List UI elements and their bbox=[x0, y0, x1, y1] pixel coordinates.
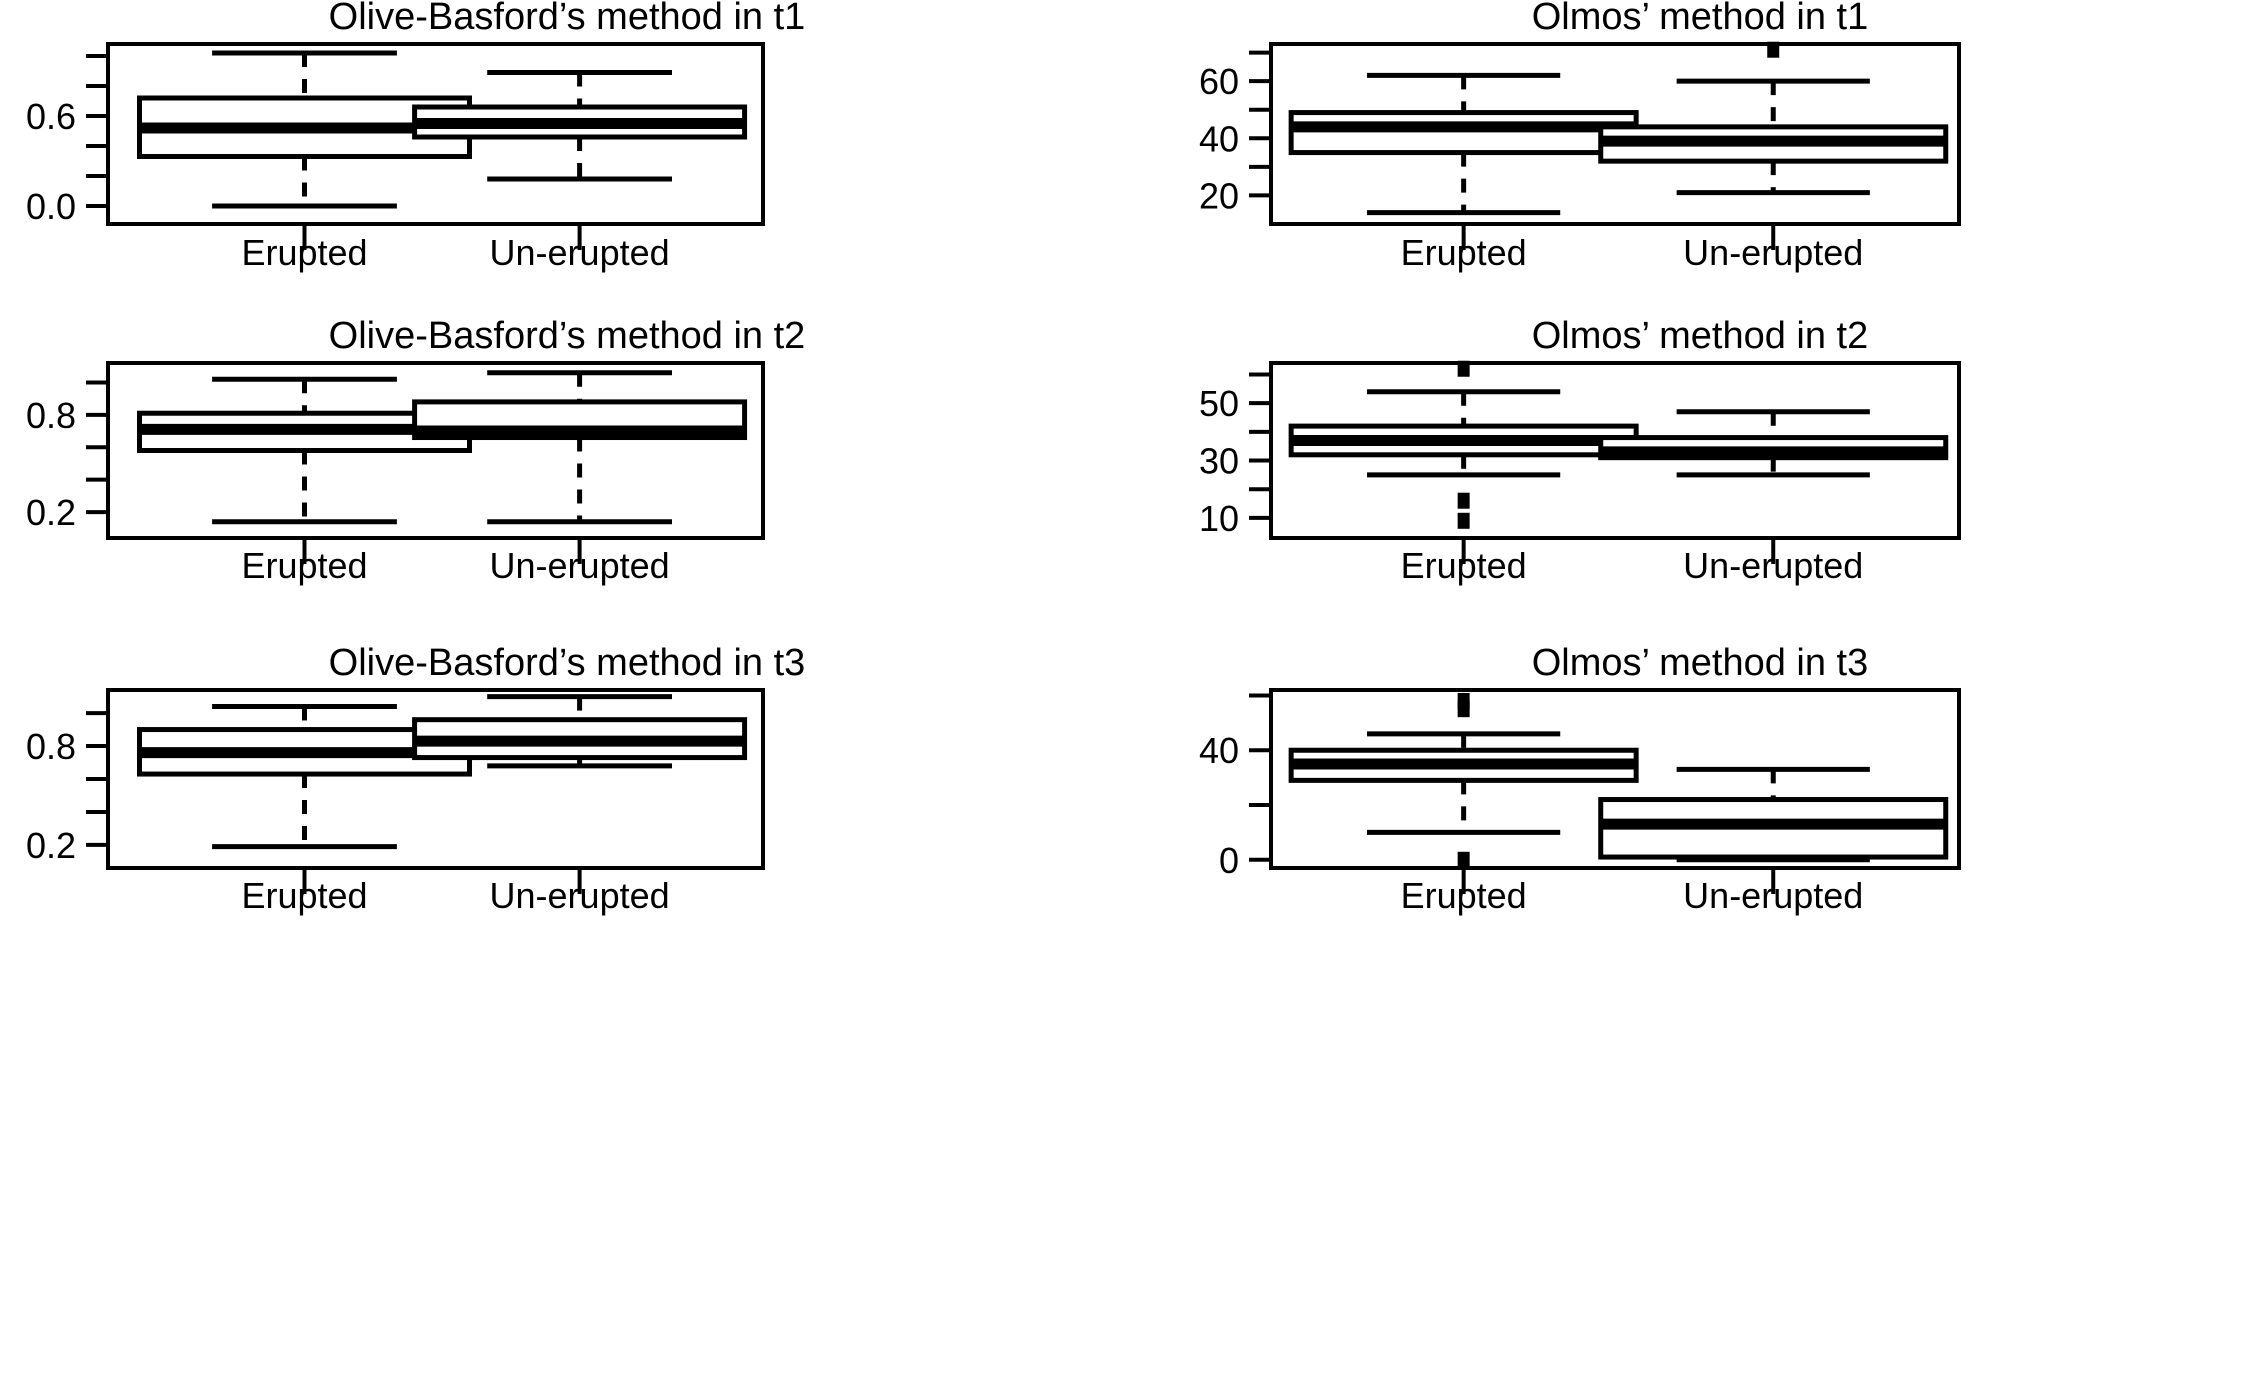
y-axis-tick-label: 0.6 bbox=[26, 96, 76, 137]
x-axis-category-label: Erupted bbox=[241, 232, 367, 273]
box-erupted: Erupted bbox=[1288, 692, 1639, 916]
plot-frame bbox=[1269, 42, 1961, 226]
plot-frame bbox=[1269, 688, 1961, 870]
x-axis-category-label: Un-erupted bbox=[490, 232, 670, 273]
plot-frame bbox=[106, 42, 765, 226]
x-axis-category-label: Un-erupted bbox=[490, 875, 670, 916]
x-axis-category-label: Un-erupted bbox=[1683, 545, 1863, 586]
y-axis-tick-label: 20 bbox=[1199, 175, 1239, 216]
box-rect bbox=[1288, 110, 1639, 156]
outlier-point bbox=[1457, 360, 1470, 377]
box-un-erupted: Un-erupted bbox=[412, 70, 748, 273]
y-axis-tick-label: 30 bbox=[1199, 441, 1239, 482]
box-un-erupted: Un-erupted bbox=[1598, 766, 1949, 916]
outlier-point bbox=[1457, 512, 1470, 529]
x-axis-category-label: Erupted bbox=[1401, 232, 1527, 273]
y-axis-tick-label: 0.8 bbox=[26, 395, 76, 436]
plot-frame bbox=[106, 688, 765, 870]
x-axis-category-label: Erupted bbox=[1401, 545, 1527, 586]
x-axis-category-label: Un-erupted bbox=[1683, 232, 1863, 273]
y-axis-tick-label: 40 bbox=[1199, 118, 1239, 159]
panel-title: Olive-Basford’s method in t3 bbox=[328, 642, 806, 684]
x-axis-category-label: Erupted bbox=[241, 545, 367, 586]
outlier-point bbox=[1457, 851, 1470, 868]
x-axis-category-label: Un-erupted bbox=[490, 545, 670, 586]
y-axis-tick-label: 0.2 bbox=[26, 825, 76, 866]
box-erupted: Erupted bbox=[1288, 72, 1639, 273]
outlier-point bbox=[1767, 41, 1780, 58]
y-axis-tick-label: 0 bbox=[1219, 840, 1239, 881]
y-axis-tick-label: 40 bbox=[1199, 730, 1239, 771]
y-axis-tick-label: 0.2 bbox=[26, 492, 76, 533]
panel-title: Olmos’ method in t3 bbox=[1531, 642, 1869, 684]
y-axis-tick-label: 60 bbox=[1199, 61, 1239, 102]
outlier-point bbox=[1457, 701, 1470, 718]
box-erupted: Erupted bbox=[137, 50, 472, 273]
y-axis-tick-label: 10 bbox=[1199, 498, 1239, 539]
box-un-erupted: Un-erupted bbox=[412, 694, 748, 916]
box-un-erupted: Un-erupted bbox=[1598, 41, 1949, 273]
x-axis-category-label: Un-erupted bbox=[1683, 875, 1863, 916]
y-axis-tick-label: 0.0 bbox=[26, 186, 76, 227]
outlier-point bbox=[1457, 492, 1470, 509]
panel-title: Olmos’ method in t2 bbox=[1531, 315, 1869, 357]
box-un-erupted: Un-erupted bbox=[1598, 409, 1949, 586]
box-un-erupted: Un-erupted bbox=[412, 370, 748, 586]
y-axis-tick-label: 50 bbox=[1199, 383, 1239, 424]
panel-title: Olmos’ method in t1 bbox=[1531, 0, 1869, 38]
y-axis-tick-label: 0.8 bbox=[26, 726, 76, 767]
box-erupted: Erupted bbox=[1288, 360, 1639, 586]
panel-title: Olive-Basford’s method in t2 bbox=[328, 315, 806, 357]
plot-frame bbox=[106, 361, 765, 540]
x-axis-category-label: Erupted bbox=[241, 875, 367, 916]
plot-frame bbox=[1269, 361, 1961, 540]
x-axis-category-label: Erupted bbox=[1401, 875, 1527, 916]
panel-title: Olive-Basford’s method in t1 bbox=[328, 0, 806, 38]
